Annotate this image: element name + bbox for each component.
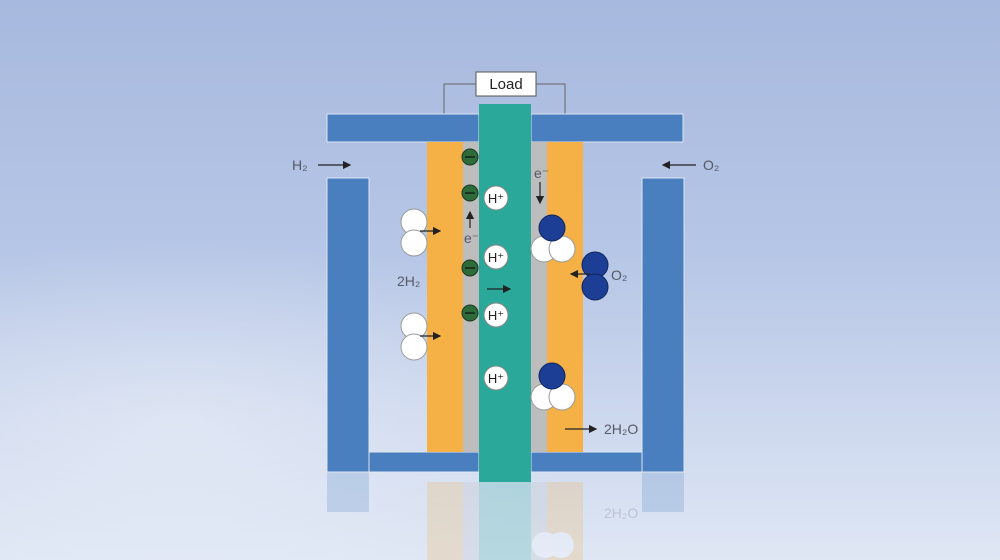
- proton-4: H⁺: [483, 365, 509, 391]
- electron-label-cathode: e⁻: [534, 165, 549, 181]
- top-plate-left: [326, 113, 480, 143]
- anode-catalyst: [463, 142, 479, 452]
- water-molecule-2: [530, 362, 576, 411]
- svg-text:H⁺: H⁺: [488, 308, 504, 323]
- svg-text:H⁺: H⁺: [488, 250, 504, 265]
- proton-2: H⁺: [483, 244, 509, 270]
- proton-exchange-membrane: [479, 104, 531, 482]
- top-plate-right: [530, 113, 684, 143]
- proton-3: H⁺: [483, 302, 509, 328]
- hydrogen-molecule-1: [400, 208, 428, 257]
- bottom-plate-left: [368, 451, 480, 473]
- electrons: [461, 148, 479, 322]
- electron-3: [461, 259, 479, 277]
- proton-1: H⁺: [483, 185, 509, 211]
- electron-label-anode: e⁻: [464, 230, 479, 246]
- svg-text:2H₂O: 2H₂O: [604, 505, 638, 521]
- cathode-o2-label: O₂: [611, 267, 627, 283]
- product-2h2o-label: 2H₂O: [604, 421, 638, 437]
- housing: [326, 113, 685, 473]
- electron-4: [461, 304, 479, 322]
- load-label: Load: [489, 76, 522, 93]
- load-box: [475, 71, 537, 97]
- electron-2: [461, 184, 479, 202]
- o2-inlet-label: O₂: [703, 157, 719, 173]
- reflection: 2H₂O: [327, 472, 684, 560]
- oxygen-molecule: [581, 251, 609, 301]
- hydrogen-molecule-2: [400, 312, 428, 361]
- h2-inlet-label: H₂: [292, 157, 308, 173]
- svg-text:H⁺: H⁺: [488, 191, 504, 206]
- electron-1: [461, 148, 479, 166]
- anode-2h2-label: 2H₂: [397, 273, 420, 289]
- side-plate-right: [641, 177, 685, 473]
- side-plate-left: [326, 177, 370, 473]
- svg-text:H⁺: H⁺: [488, 371, 504, 386]
- bottom-plate-right: [530, 451, 643, 473]
- anode-electrode: [427, 142, 463, 452]
- water-molecule-1: [530, 214, 576, 263]
